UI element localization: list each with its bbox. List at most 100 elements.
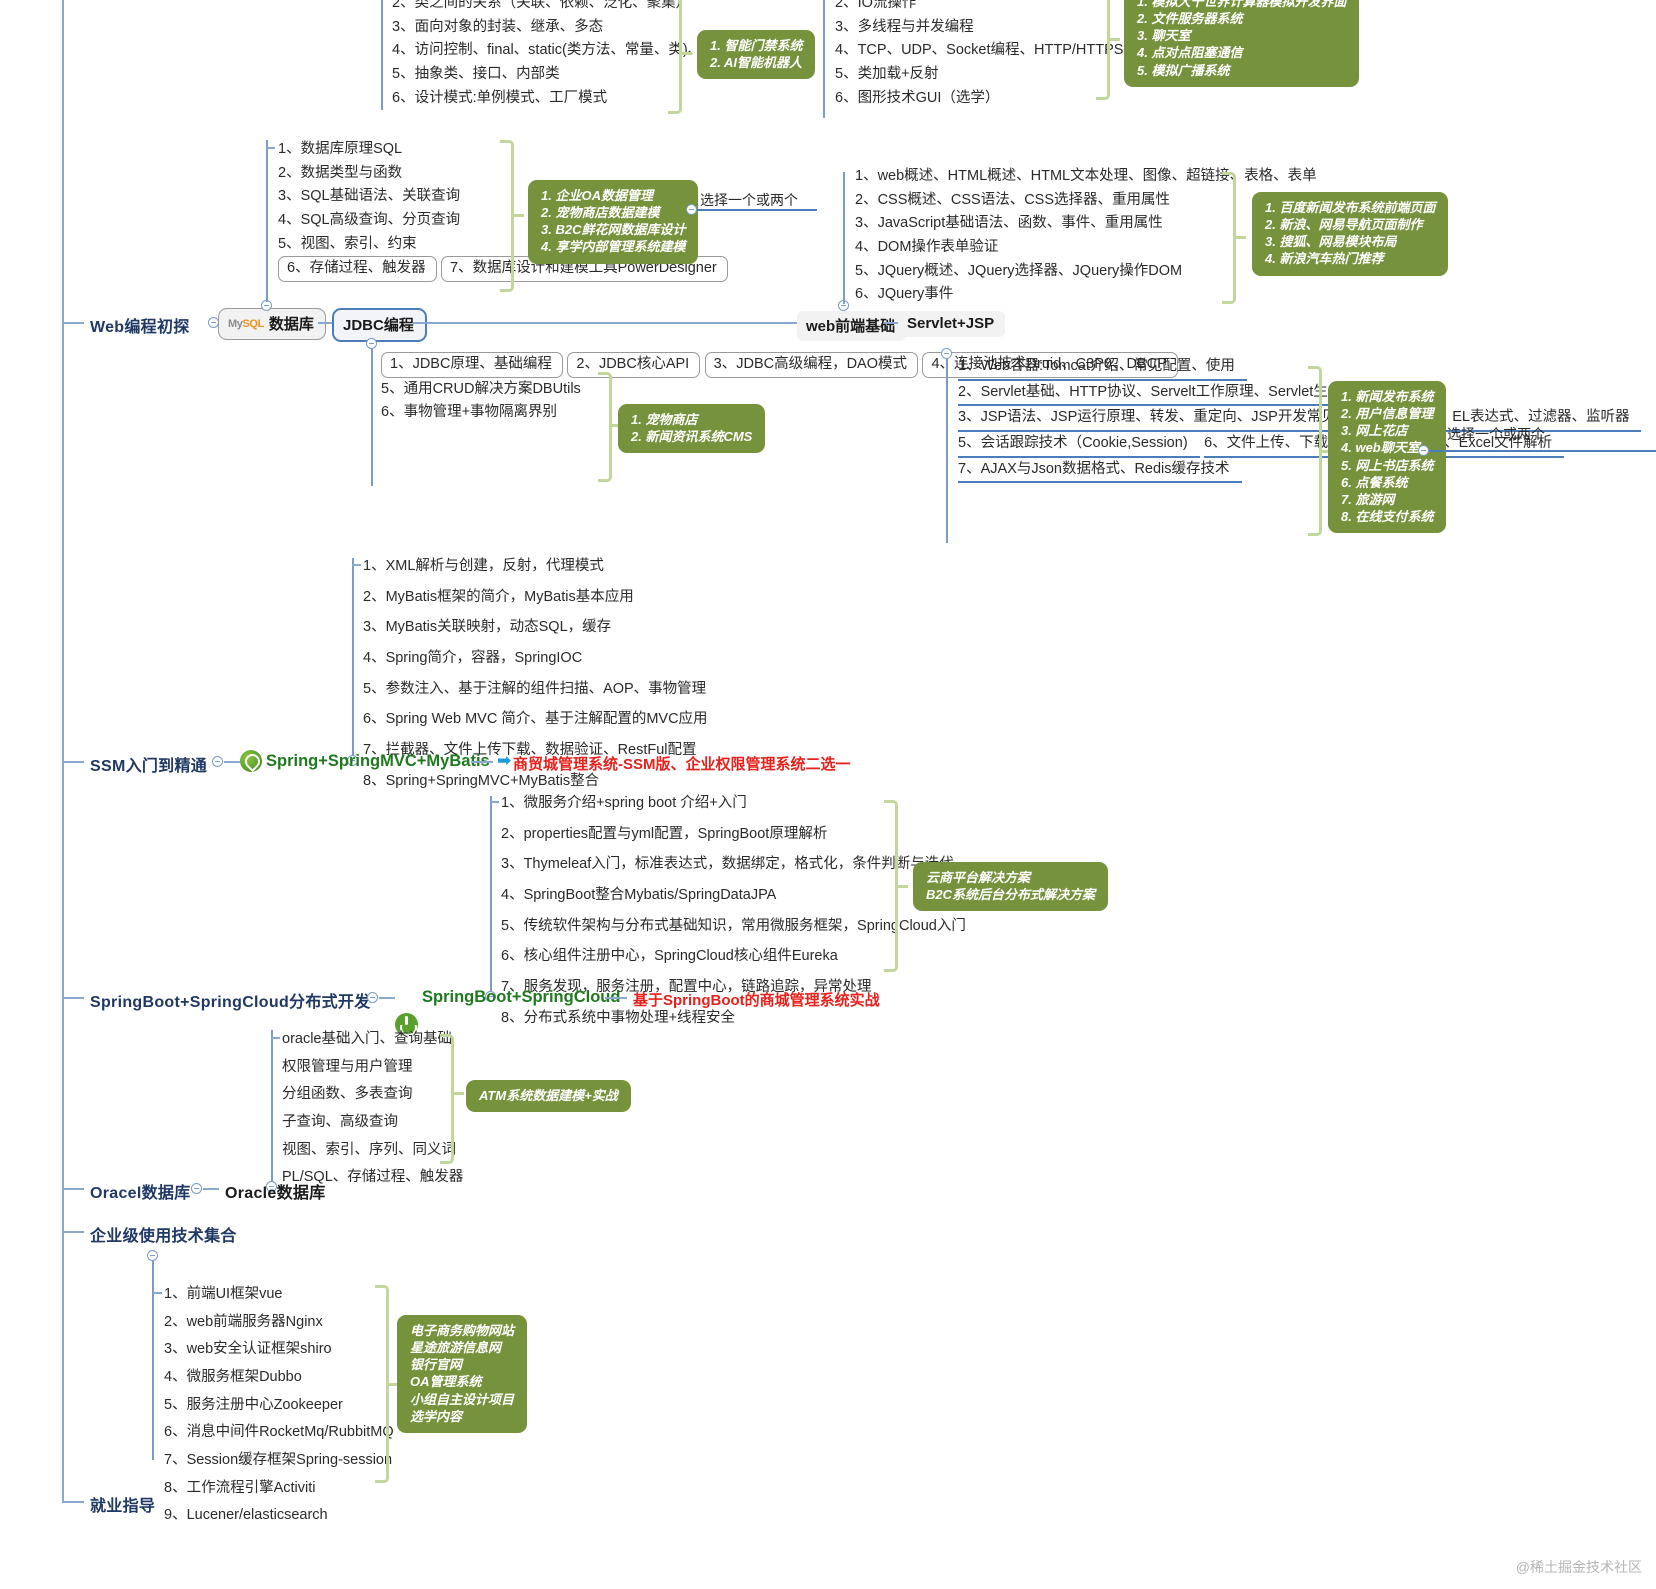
list-item: 3、面向对象的封装、继承、多态 xyxy=(392,18,604,35)
list-item: 7、AJAX与Json数据格式、Redis缓存技术 xyxy=(958,458,1242,484)
tick xyxy=(271,1037,280,1039)
green-box-line: B2C系统后台分布式解决方案 xyxy=(926,887,1096,903)
node-web-frontend[interactable]: web前端基础 xyxy=(797,311,907,341)
list-item: 2、数据类型与函数 xyxy=(278,164,403,181)
green-box-line: 3. 网上花店 xyxy=(1341,423,1408,439)
green-box-line: 8. 在线支付系统 xyxy=(1341,509,1434,525)
list-item: 3、MyBatis关联映射，动态SQL，缓存 xyxy=(363,619,612,636)
springboot-rail-line xyxy=(62,997,84,999)
list-item: 视图、索引、序列、同义词 xyxy=(282,1141,456,1158)
ssm-node-label[interactable]: Spring+SpringMVC+MyBatis xyxy=(266,752,490,770)
rail-title-web-basic[interactable]: Web编程初探 xyxy=(90,319,190,336)
node-jdbc-label: JDBC编程 xyxy=(343,317,414,334)
db-to-jdbc-line xyxy=(318,322,334,324)
green-box-line: 1. 模拟大千世界计算器模拟开发界面 xyxy=(1137,0,1347,9)
springboot-node-label[interactable]: SpringBoot+SpringCloud xyxy=(422,988,621,1006)
list-item: 9、Lucener/elasticsearch xyxy=(164,1507,328,1524)
servlet-choose-toggle[interactable] xyxy=(1418,445,1429,456)
list-item: 1、前端UI框架vue xyxy=(164,1286,283,1302)
oracle-connector xyxy=(203,1188,219,1190)
green-box-line: 4. web聊天室 xyxy=(1341,440,1420,456)
ssm-topic-list: 1、XML解析与创建，反射，代理模式 2、MyBatis框架的简介，MyBati… xyxy=(352,555,712,800)
jdbc-to-front-line xyxy=(413,322,798,324)
frontend-projects-box: 1. 百度新闻发布系统前端页面 2. 新浪、网易导航页面制作 3. 搜狐、网易模… xyxy=(1252,192,1449,276)
list-item: 1、数据库原理SQL xyxy=(278,141,403,157)
servlet-topic-list: 1、Web容器:Tomcat介绍、常见配置、使用 2、Servlet基础、HTT… xyxy=(958,355,1656,484)
tick xyxy=(490,801,499,803)
oracle-collapse-toggle[interactable] xyxy=(266,1181,277,1192)
list-item: 2、IO流操作 xyxy=(835,0,917,11)
list-item: 5、通用CRUD解决方案DBUtils xyxy=(381,380,581,397)
oop-projects-box: 1. 智能门禁系统 2. AI智能机器人 xyxy=(697,30,816,80)
list-item: 4、SpringBoot整合Mybatis/SpringDataJPA xyxy=(501,887,777,904)
list-item: 7、拦截器、文件上传下载、数据验证、RestFul配置 xyxy=(363,742,697,759)
jdbc-bracket-nub xyxy=(612,424,622,427)
node-servlet-jsp[interactable]: Servlet+JSP xyxy=(898,311,1006,337)
green-box-line: 1. 智能门禁系统 xyxy=(710,38,803,53)
web-basic-rail-line xyxy=(62,322,84,324)
db-choose-toggle[interactable] xyxy=(686,204,697,215)
javase-bracket xyxy=(1096,0,1110,100)
list-item: 3、JavaScript基础语法、函数、事件、重用属性 xyxy=(855,215,1163,232)
watermark: @稀土掘金技术社区 xyxy=(1515,1559,1642,1575)
ssm-connector xyxy=(224,761,240,763)
oracle-bracket xyxy=(440,1034,454,1164)
node-database[interactable]: MySQL 数据库 xyxy=(218,308,326,340)
list-item: 1、JDBC原理、基础编程 xyxy=(381,352,563,378)
list-item: 5、会话跟踪技术（Cookie,Session) xyxy=(958,432,1200,458)
node-servlet-jsp-label: Servlet+JSP xyxy=(907,315,995,332)
oop-bracket xyxy=(668,0,682,114)
green-box-line: 电子商务购物网站 xyxy=(410,1323,515,1338)
node-web-frontend-label: web前端基础 xyxy=(806,318,896,335)
springboot-project-label[interactable]: 基于SpringBoot的商城管理系统实战 xyxy=(633,992,880,1009)
servlet-bracket-nub xyxy=(1322,450,1332,453)
list-item: 5、传统软件架构与分布式基础知识，常用微服务框架，SpringCloud入门 xyxy=(501,917,966,934)
rail-title-enterprise[interactable]: 企业级使用技术集合 xyxy=(90,1228,237,1245)
rail-title-ssm[interactable]: SSM入门到精通 xyxy=(90,758,208,775)
ssm-project-label[interactable]: 商贸城管理系统-SSM版、企业权限管理系统二选一 xyxy=(513,756,851,773)
frontend-bracket xyxy=(1222,172,1236,304)
list-item: 5、视图、索引、约束 xyxy=(278,235,417,252)
springboot-bracket xyxy=(884,800,898,972)
list-item: 分组函数、多表查询 xyxy=(282,1086,413,1103)
tick xyxy=(352,564,361,566)
mysql-logo-icon: MySQL xyxy=(228,317,264,330)
green-box-line: 1. 宠物商店 xyxy=(631,412,698,427)
green-box-line: 5. 模拟广播系统 xyxy=(1137,62,1230,78)
list-item: 8、Spring+SpringMVC+MyBatis整合 xyxy=(363,772,600,789)
javase-projects-box: 1. 模拟大千世界计算器模拟开发界面 2. 文件服务器系统 3. 聊天室 4. … xyxy=(1124,0,1360,87)
springboot-logo-icon xyxy=(395,1013,418,1036)
list-item: oracle基础入门、查询基础 xyxy=(282,1031,452,1047)
servlet-choose-note: 选择一个或两个 xyxy=(1447,426,1545,442)
springboot-collapse-toggle[interactable] xyxy=(485,991,496,1002)
green-box-line: 2. 新闻资讯系统CMS xyxy=(631,429,753,445)
list-item: 4、访问控制、final、static(类方法、常量、类)、 xyxy=(392,42,703,59)
node-jdbc[interactable]: JDBC编程 xyxy=(332,308,427,342)
jdbc-topic-list: 1、JDBC原理、基础编程 2、JDBC核心API 3、JDBC高级编程，DAO… xyxy=(381,352,1178,425)
rail-title-oracle[interactable]: Oracel数据库 xyxy=(90,1185,191,1202)
green-box-line: 4. 点对点阻塞通信 xyxy=(1137,45,1243,61)
green-box-line: 3. 搜狐、网易模块布局 xyxy=(1265,234,1397,250)
list-item: 5、类加载+反射 xyxy=(835,66,939,83)
frontend-topic-list: 1、web概述、HTML概述、HTML文本处理、图像、超链接、表格、表单 2、C… xyxy=(855,165,1321,307)
springboot-bracket-nub xyxy=(898,885,908,888)
ssm-node-toggle[interactable] xyxy=(212,756,223,767)
enterprise-topic-list: 1、前端UI框架vue 2、web前端服务器Nginx 3、web安全认证框架s… xyxy=(153,1283,398,1532)
jdbc-stem xyxy=(371,348,373,486)
ssm-rail-line xyxy=(62,761,84,763)
tick xyxy=(266,147,275,149)
ssm-collapse-toggle[interactable] xyxy=(347,755,358,766)
green-box-line: 选学内容 xyxy=(410,1408,463,1424)
oracle-node-toggle[interactable] xyxy=(191,1183,202,1194)
jdbc-projects-box: 1. 宠物商店 2. 新闻资讯系统CMS xyxy=(618,404,766,454)
list-item: 4、连接池技术Druid、C3P0、DBCP xyxy=(922,352,1178,378)
oracle-node-label[interactable]: Oracle数据库 xyxy=(225,1185,326,1202)
javase-topic-list: 2、IO流操作 3、多线程与并发编程 4、TCP、UDP、Socket编程、HT… xyxy=(835,0,1156,110)
list-item: 2、Servlet基础、HTTP协议、Servelt工作原理、Servlet生命… xyxy=(958,381,1384,407)
springboot-node-toggle[interactable] xyxy=(367,992,378,1003)
list-item: 子查询、高级查询 xyxy=(282,1114,398,1131)
rail-title-springboot[interactable]: SpringBoot+SpringCloud分布式开发 xyxy=(90,994,371,1011)
green-box-line: 6. 点餐系统 xyxy=(1341,474,1408,490)
rail-title-career[interactable]: 就业指导 xyxy=(90,1498,156,1515)
